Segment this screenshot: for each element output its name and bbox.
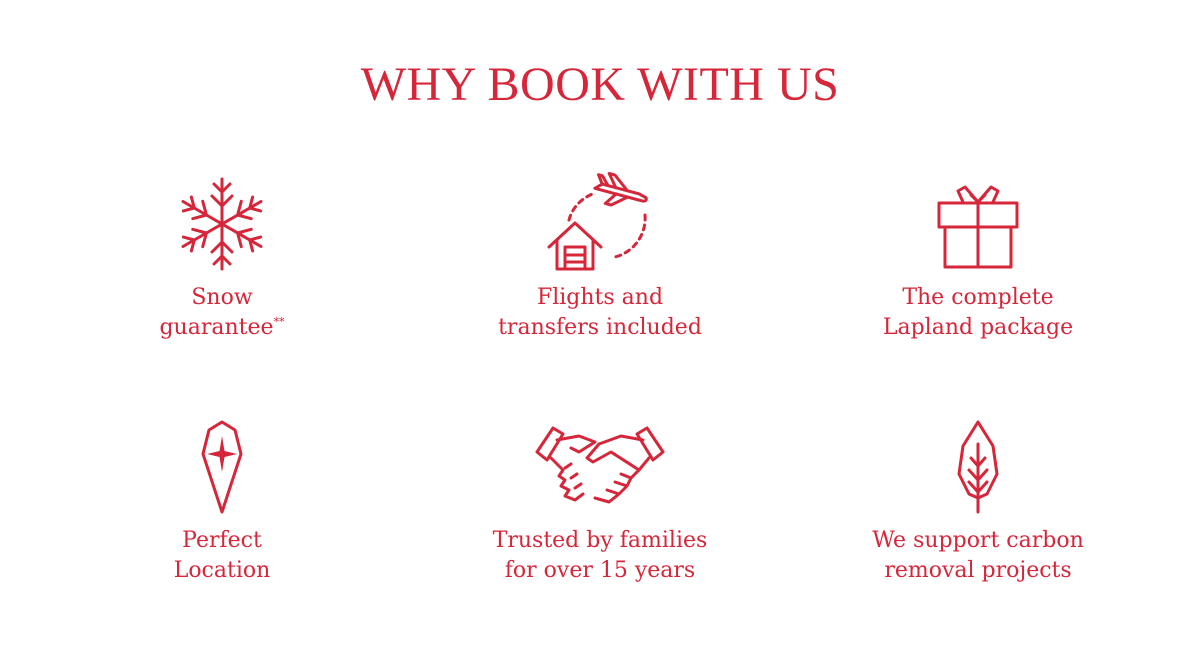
footnote-marker: ** <box>273 315 285 329</box>
feature-label-line2: removal projects <box>884 558 1072 583</box>
leaf-icon <box>957 420 999 514</box>
feature-label-line1: Trusted by families <box>492 528 708 553</box>
feature-label-line2: guarantee** <box>57 313 387 343</box>
feature-label: Flights and transfers included <box>435 283 765 343</box>
feature-label-line1: The complete <box>902 285 1054 310</box>
feature-label-line2: transfers included <box>498 315 702 340</box>
feature-snow-guarantee: Snow guarantee** <box>57 175 387 343</box>
feature-label-line2: Location <box>173 558 271 583</box>
feature-flights-transfers: Flights and transfers included <box>435 171 765 343</box>
feature-label: Snow guarantee** <box>57 283 387 343</box>
snowflake-icon <box>181 177 263 271</box>
feature-label-line2: for over 15 years <box>504 558 696 583</box>
feature-label-line1: We support carbon <box>872 528 1084 553</box>
feature-label: Trusted by families for over 15 years <box>435 526 765 586</box>
feature-trusted-families: Trusted by families for over 15 years <box>435 418 765 586</box>
feature-label-line2-text: guarantee <box>159 315 274 340</box>
feature-label-line1: Snow <box>191 285 253 310</box>
section-heading: WHY BOOK WITH US <box>360 58 840 111</box>
feature-label-line1: Flights and <box>536 285 664 310</box>
plane-house-icon <box>547 171 648 271</box>
location-pin-icon <box>201 420 243 514</box>
feature-perfect-location: Perfect Location <box>57 418 387 586</box>
feature-label-line2: Lapland package <box>882 315 1074 340</box>
feature-label: Perfect Location <box>57 526 387 586</box>
feature-carbon-removal: We support carbon removal projects <box>813 418 1143 586</box>
gift-icon <box>937 185 1019 269</box>
feature-lapland-package: The complete Lapland package <box>813 175 1143 343</box>
feature-label: The complete Lapland package <box>813 283 1143 343</box>
feature-label: We support carbon removal projects <box>813 526 1143 586</box>
feature-label-line1: Perfect <box>182 528 262 553</box>
handshake-icon <box>535 426 665 504</box>
